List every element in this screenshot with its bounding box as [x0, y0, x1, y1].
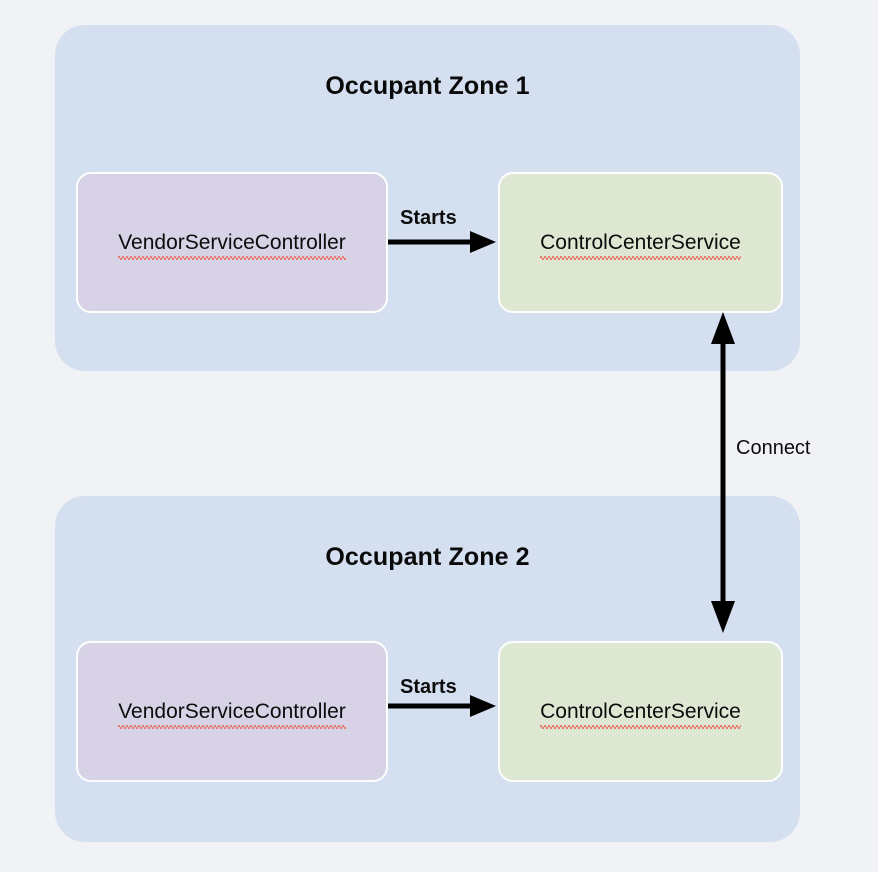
zone-title-occupant-zone-1: Occupant Zone 1: [325, 72, 530, 100]
edge-label-starts-zone-2: Starts: [400, 676, 457, 698]
node-vendor-service-controller-zone-2[interactable]: VendorServiceController: [76, 641, 388, 782]
edge-label-connect: Connect: [736, 437, 811, 459]
node-label-control-center-service: ControlCenterService: [540, 699, 741, 730]
node-control-center-service-zone-1[interactable]: ControlCenterService: [498, 172, 783, 313]
node-label-vendor-service-controller: VendorServiceController: [118, 699, 346, 730]
node-vendor-service-controller-zone-1[interactable]: VendorServiceController: [76, 172, 388, 313]
node-label-control-center-service: ControlCenterService: [540, 230, 741, 261]
node-control-center-service-zone-2[interactable]: ControlCenterService: [498, 641, 783, 782]
node-label-vendor-service-controller: VendorServiceController: [118, 230, 346, 261]
zone-container-occupant-zone-2[interactable]: Occupant Zone 2 VendorServiceController …: [55, 496, 800, 842]
edge-label-starts-zone-1: Starts: [400, 207, 457, 229]
zone-container-occupant-zone-1[interactable]: Occupant Zone 1 VendorServiceController …: [55, 25, 800, 371]
zone-title-occupant-zone-2: Occupant Zone 2: [325, 543, 530, 571]
